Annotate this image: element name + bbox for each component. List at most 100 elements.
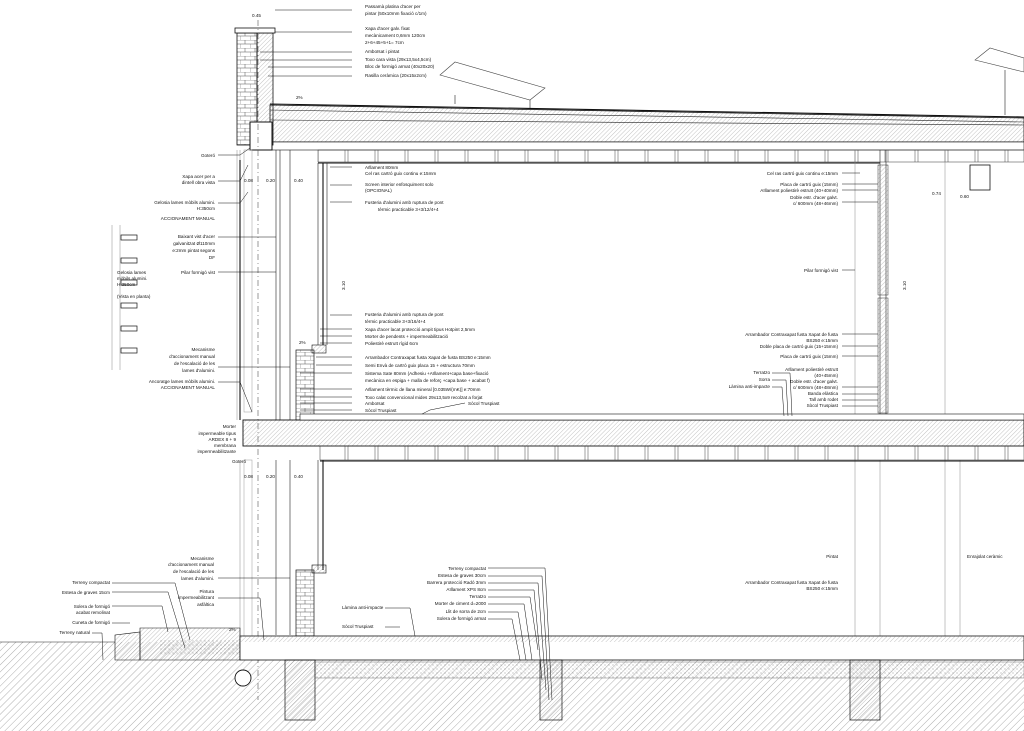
- dim-label: 3.10: [341, 281, 346, 290]
- label: BS250 e:15mm: [806, 338, 838, 343]
- label: Terreny compactat: [72, 580, 111, 585]
- label: d'accionament manual: [168, 562, 214, 567]
- label: Sòcol Truspiast: [807, 403, 839, 408]
- label: Sistema Sate 80mm (Adhesiu +Aïllament+ca…: [365, 371, 489, 376]
- label: Xapa d'acer galv. fixat: [365, 26, 410, 31]
- dim-label: 0.60: [960, 194, 969, 199]
- label: Semi Envà de cartró guix placa 15 + estr…: [365, 363, 475, 368]
- label: e:2mm pintat segons: [172, 248, 215, 253]
- slope-marks: 2% 2% 2%: [229, 95, 306, 632]
- label: Cel ras cartró guix continu e:15mm: [767, 171, 838, 176]
- drain-pipe-icon: [234, 669, 252, 687]
- label: Pintura: [199, 589, 214, 594]
- leader-lines: [92, 9, 878, 701]
- plan-labels: Gelosia lames mòbils alumini. H:350cm (V…: [117, 270, 151, 299]
- label: Terratzo: [753, 370, 770, 375]
- louver-elevation: [239, 149, 253, 641]
- ground-section: [0, 627, 1024, 731]
- label: lames d'alumini.: [181, 576, 214, 581]
- label: Làmina anti-impacte: [729, 384, 771, 389]
- label: Gelosia lames mòbils alumini.: [154, 200, 215, 205]
- label: Gelosia lames: [117, 270, 147, 275]
- label: mecànica en espiga + malla de reforç +ca…: [365, 378, 490, 383]
- label: Làmina anti-impacte: [342, 605, 384, 610]
- label: Arrambador Contraxapat fusta Xapat de fu…: [745, 332, 838, 337]
- label: Terratzo: [469, 594, 486, 599]
- dimension-labels: 0.45 0.08 0.20 0.40 0.08 0.20 0.40 0.74 …: [244, 13, 969, 479]
- label: 2+6+45+5+1= 7cm: [365, 40, 404, 45]
- label: ACCIONAMENT MANUAL: [161, 385, 216, 390]
- label: Xapa d'acer lacat protecció ampit tipus …: [365, 327, 475, 332]
- label: Passamà platina d'acer per: [365, 4, 421, 9]
- label: Cel ras cartró guix continu e:15mm: [365, 171, 436, 176]
- label: Banda elàstica: [808, 391, 839, 396]
- ground-right-labels: Pintat Enrajolat ceràmic Arrambador Cont…: [745, 554, 1003, 591]
- label: Estesa de graves 30cm: [438, 573, 486, 578]
- label: (OPCIONAL): [365, 188, 392, 193]
- label: Arrambador Contraxapat fusta Xapat de fu…: [365, 355, 491, 360]
- label: Doble estr. d'acer galvt.: [790, 379, 838, 384]
- label: mecànicament 0,6mm 120cm: [365, 33, 425, 38]
- label: H:350cm: [197, 206, 216, 211]
- label: impermeabilitzant: [178, 595, 215, 600]
- label: Terreny natural: [59, 630, 90, 635]
- label: mòbils alumini.: [117, 276, 147, 281]
- label: Poliestirè estruït rígid 6cm: [365, 341, 418, 346]
- label: H:350cm: [117, 282, 136, 287]
- label: de l'escalació de les: [174, 361, 216, 366]
- label: de l'escalació de les: [173, 569, 215, 574]
- dim-label: 0.40: [294, 178, 303, 183]
- label: Aïllament 80mm: [365, 165, 398, 170]
- label: pintar (50x10mm fixació c/1m): [365, 11, 427, 16]
- dim-label: 3.10: [902, 281, 907, 290]
- label: lames d'alumini.: [182, 368, 215, 373]
- dim-label: 0.74: [932, 191, 941, 196]
- label: Solera de formigó: [74, 604, 111, 609]
- label: ACCIONAMENT MANUAL: [161, 216, 216, 221]
- label: Toxo cara vista (29x13,5x4,5cm): [365, 57, 432, 62]
- label: Fusteria d'alumini amb ruptura de pont: [365, 200, 444, 205]
- label: Mecanisme: [191, 556, 215, 561]
- label: Estesa de graves 15cm: [62, 590, 110, 595]
- label: Ancoratge lames mòbils alumini.: [149, 379, 215, 384]
- label: Aïllament tèrmic de llana mineral [0.035…: [365, 387, 481, 392]
- label: Cuneta de formigó: [72, 620, 110, 625]
- label: Barrera protecció Radó 3mm: [427, 580, 486, 585]
- label: Amboïsat: [365, 401, 385, 406]
- label: c/ 600mm (48+48mm): [793, 385, 839, 390]
- label: Pintat: [826, 554, 838, 559]
- label: c/ 600mm (48+46mm): [793, 201, 839, 206]
- label: Sòcol Truspiast: [468, 401, 500, 406]
- label: BS250 e:15mm: [806, 586, 838, 591]
- label: Arrambador Contraxapat fusta Xapat de fu…: [745, 580, 838, 585]
- label: (Vista en planta): [117, 294, 151, 299]
- label: Placa de cartró guix (15mm): [780, 182, 838, 187]
- label: membrana: [214, 443, 236, 448]
- wall-insulation: [295, 164, 991, 637]
- roof-labels: Passamà platina d'acer per pintar (50x10…: [365, 4, 435, 78]
- label: Solera de formigó armat: [437, 616, 487, 621]
- slope-label: 2%: [299, 340, 306, 345]
- label: Pilar formigó vist: [804, 268, 839, 273]
- label: Aïllament XPS 8cm: [446, 587, 486, 592]
- dim-label: 0.20: [266, 474, 275, 479]
- label: Morter de ciment d=2000: [435, 601, 487, 606]
- label: Enrajolat ceràmic: [967, 554, 1003, 559]
- upper-labels: Aïllament 80mm Cel ras cartró guix conti…: [365, 165, 444, 212]
- dim-label: 0.40: [294, 474, 303, 479]
- label: tèrmic practicable 3+3/12/4+4: [378, 207, 439, 212]
- dim-label: 0.08: [244, 178, 253, 183]
- dim-label: 0.45: [252, 13, 261, 18]
- label: Toxo calat convencional mides 29x13,5x9 …: [365, 395, 483, 400]
- label: Doble placa de cartró guix (15+15mm): [760, 344, 839, 349]
- label: galvanitzat Ø110mm: [173, 241, 215, 246]
- label: Goteró: [201, 153, 215, 158]
- label: Baixant vist d'acer: [178, 234, 216, 239]
- louver-plan: [111, 225, 138, 370]
- label: Pilar formigó vist: [181, 270, 216, 275]
- label: Aïllament poliestirè estruït (40+40mm): [760, 188, 838, 193]
- label: Sorra: [759, 377, 771, 382]
- label: Tall amb rodet: [809, 397, 839, 402]
- label: Sòcol Truspiast: [365, 408, 397, 413]
